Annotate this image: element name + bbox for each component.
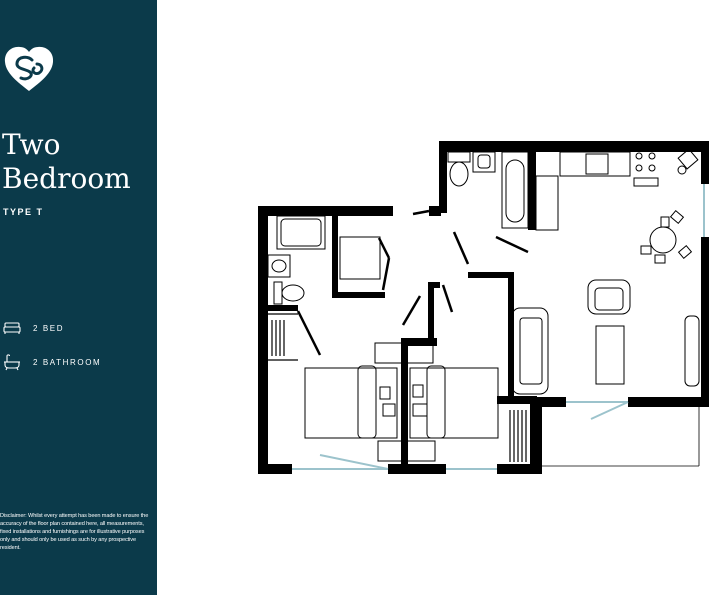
door-swings xyxy=(292,184,705,470)
feature-bathroom-label: 2 BATHROOM xyxy=(33,357,102,367)
plan-title-line-1: Two xyxy=(2,128,61,161)
feature-bathroom: 2 BATHROOM xyxy=(3,353,101,371)
wardrobes xyxy=(268,313,527,462)
sidebar: Two Bedroom TYPE T 2 BED 2 BATHROOM Disc… xyxy=(0,0,157,595)
feature-bed: 2 BED xyxy=(3,319,64,337)
exterior-walls xyxy=(258,141,709,474)
plan-title: Two Bedroom xyxy=(2,128,152,196)
plan-type: TYPE T xyxy=(3,207,44,217)
plan-title-line-2: Bedroom xyxy=(2,162,131,195)
balcony-outline xyxy=(542,407,700,467)
doors xyxy=(296,209,529,356)
bathtub-icon xyxy=(4,354,20,371)
feature-bed-label: 2 BED xyxy=(33,323,65,333)
bed-icon xyxy=(3,322,21,334)
heart-monogram-logo-icon xyxy=(4,46,54,91)
floor-plan xyxy=(258,141,709,474)
disclaimer-text: Disclaimer: Whilst every attempt has bee… xyxy=(0,512,149,551)
fixtures xyxy=(267,148,700,462)
interior-walls xyxy=(268,152,537,470)
